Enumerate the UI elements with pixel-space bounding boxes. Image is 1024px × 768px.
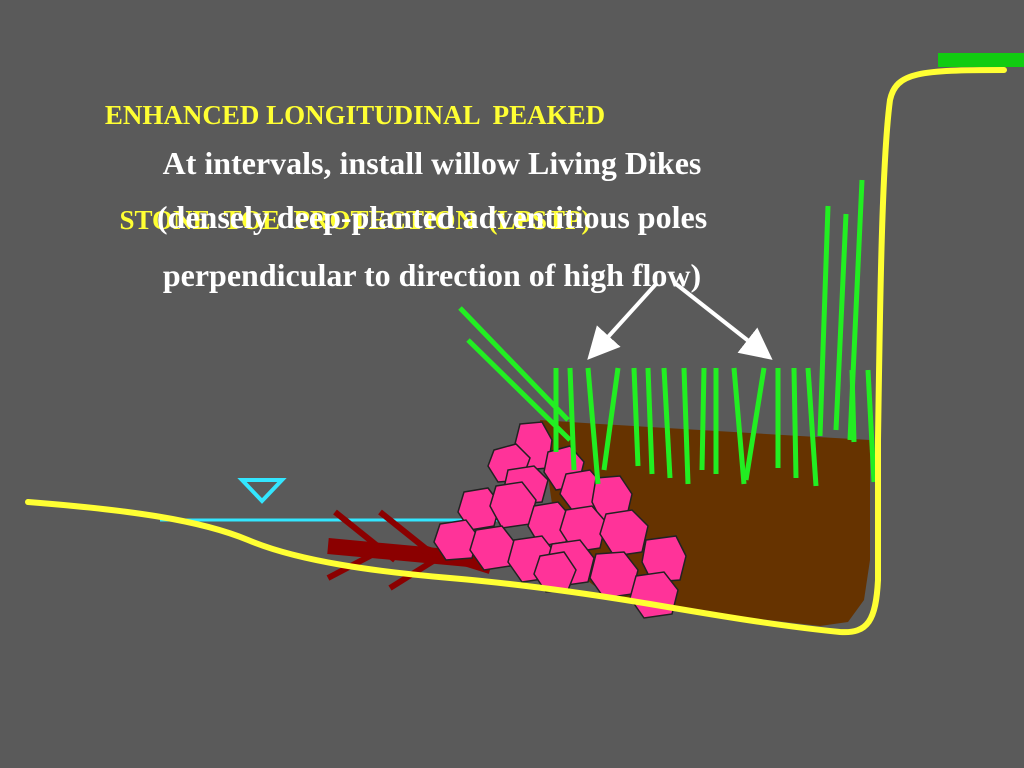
diagram-caption: At intervals, install willow Living Dike…	[62, 138, 802, 304]
willow-poles	[458, 179, 877, 487]
right-arrow-icon	[674, 282, 773, 360]
title-line-1: ENHANCED LONGITUDINAL PEAKED	[104, 100, 606, 130]
left-arrow-icon	[587, 282, 658, 360]
caption-line-3: perpendicular to direction of high flow)	[162, 257, 702, 293]
caption-line-1: At intervals, install willow Living Dike…	[162, 145, 702, 181]
title-line-2: STONE TOE PROTECTION (LPSTP)	[119, 205, 591, 235]
caption-line-2: (densely deep-planted adventitious poles	[156, 199, 708, 235]
ground-profile-line	[25, 67, 1007, 636]
water-level-icon	[237, 478, 287, 504]
diagram-title: ENHANCED LONGITUDINAL PEAKED STONE TOE P…	[0, 28, 710, 273]
